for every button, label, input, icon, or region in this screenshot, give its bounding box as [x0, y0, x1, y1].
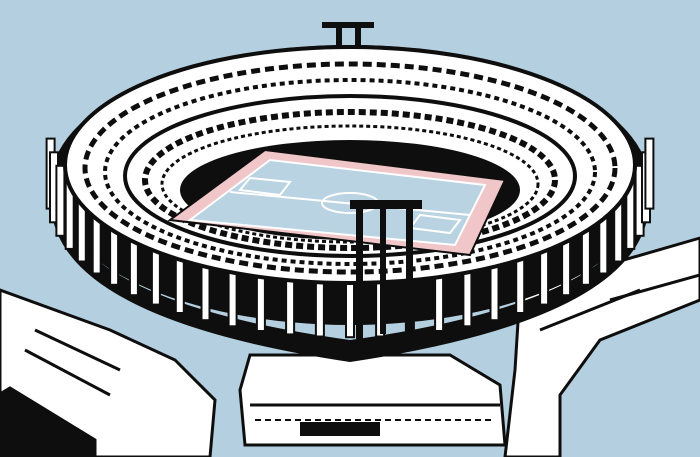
floodlight-towers — [322, 22, 422, 339]
ground-roads — [0, 236, 700, 457]
facade-column — [644, 137, 655, 210]
front-concourse — [238, 353, 507, 447]
facade-column — [55, 164, 66, 237]
